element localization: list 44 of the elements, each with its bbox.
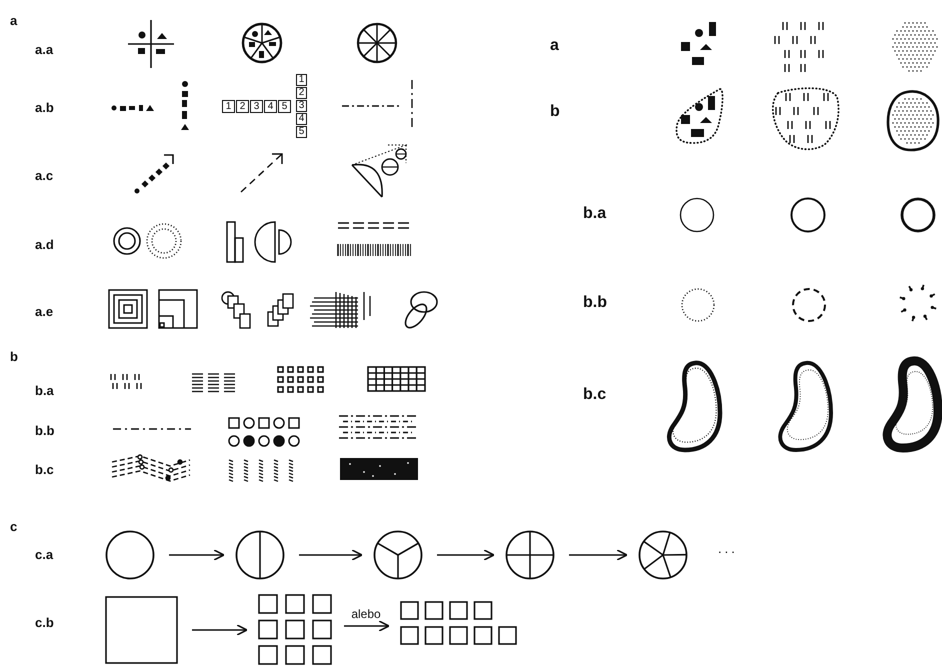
rectangle <box>105 596 178 664</box>
numbered-cell: 5 <box>296 126 307 138</box>
section-label: c.b <box>35 616 54 629</box>
section-label: b.b <box>583 295 607 311</box>
divided-circle <box>638 530 688 580</box>
section-label: b.a <box>583 206 606 222</box>
numbered-cell: 3 <box>296 100 307 112</box>
numbered-cell: 5 <box>278 100 291 113</box>
section-label: b.c <box>35 463 54 476</box>
square-grid <box>400 601 516 645</box>
numbered-cell: 4 <box>264 100 277 113</box>
arrow <box>192 624 248 636</box>
arrow <box>344 620 390 632</box>
section-label: a.e <box>35 305 54 318</box>
section-label: c.a <box>35 548 54 561</box>
section-label: b <box>550 104 560 120</box>
section-label: a.a <box>35 43 54 56</box>
section-label: a.b <box>35 101 54 114</box>
numbered-cell: 3 <box>250 100 263 113</box>
square-grid <box>258 594 330 664</box>
section-label: a.d <box>35 238 54 251</box>
section-label: a <box>10 14 18 27</box>
numbered-cell: 1 <box>222 100 235 113</box>
numbered-cell: 1 <box>296 74 307 86</box>
section-label: a.c <box>35 169 54 182</box>
numbered-cell: 2 <box>296 87 307 99</box>
divided-circle <box>505 530 555 580</box>
ellipsis: ... <box>718 542 738 555</box>
section-label: a <box>550 38 559 54</box>
edge-label: alebo <box>350 608 382 620</box>
numbered-cell: 2 <box>236 100 249 113</box>
divided-circle <box>373 530 423 580</box>
arrow <box>437 549 495 561</box>
circle <box>105 530 155 580</box>
numbered-cell: 4 <box>296 113 307 125</box>
section-label: c <box>10 520 18 533</box>
section-label: b.c <box>583 387 606 403</box>
arrow <box>169 549 225 561</box>
arrow <box>299 549 363 561</box>
arrow <box>569 549 628 561</box>
section-label: b.b <box>35 424 54 437</box>
divided-circle <box>235 530 285 580</box>
section-label: b.a <box>35 384 54 397</box>
section-label: b <box>10 350 18 363</box>
